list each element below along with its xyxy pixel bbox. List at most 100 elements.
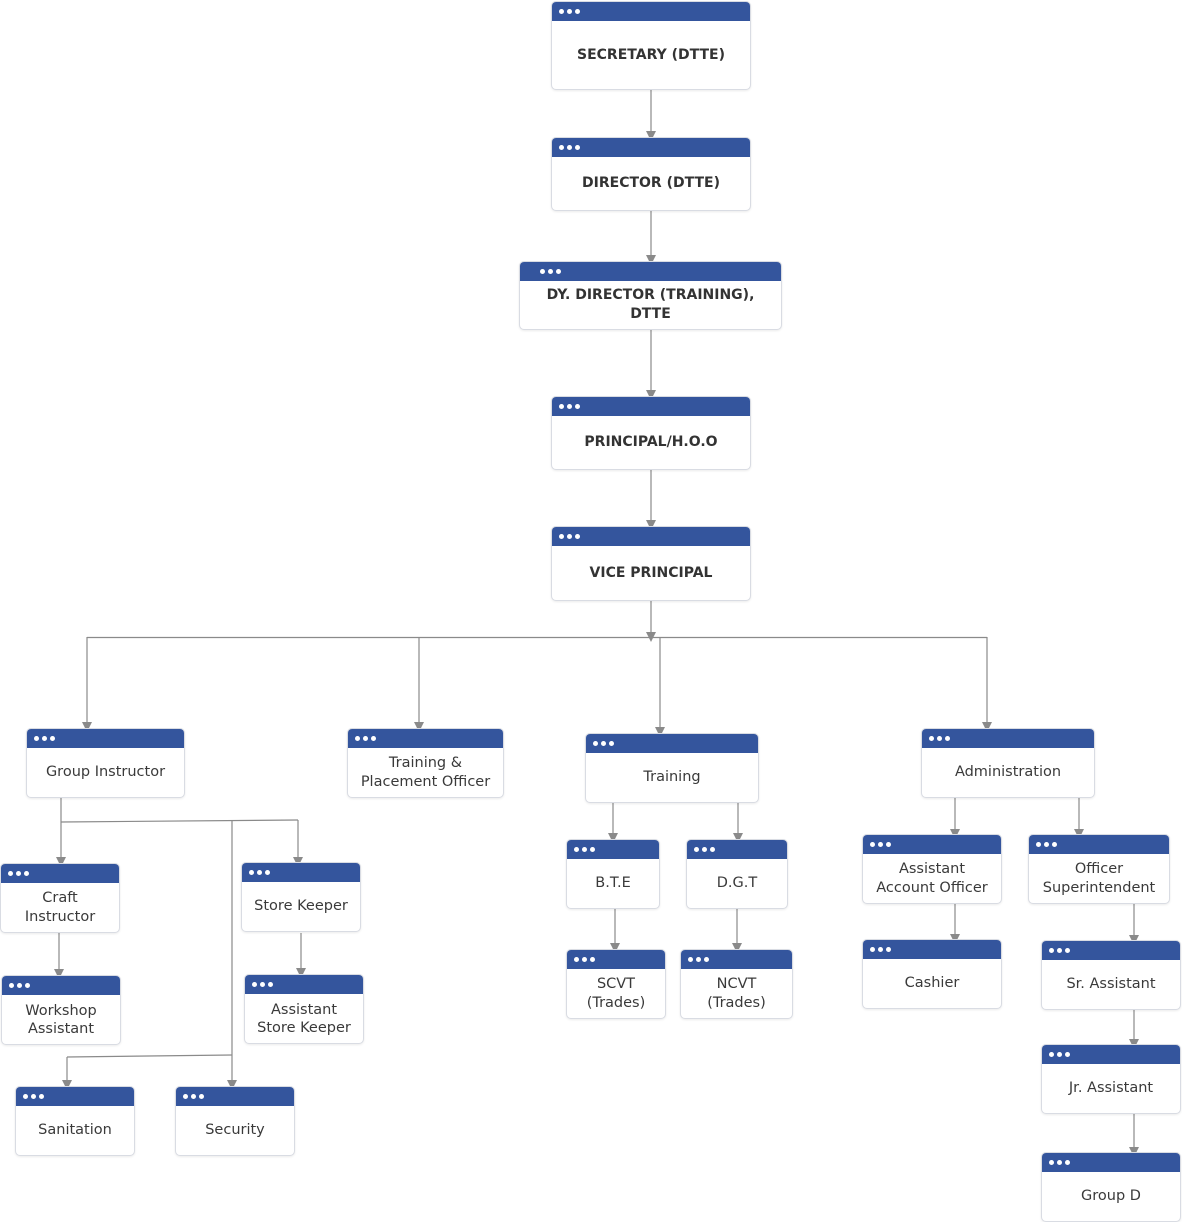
node-header-bar [520, 262, 781, 281]
node-label: Group D [1081, 1188, 1141, 1204]
node-header-bar [1042, 941, 1180, 960]
window-dots-icon [870, 947, 891, 952]
node-label: Store Keeper [254, 898, 348, 914]
node-group-instructor: Group Instructor [26, 728, 185, 798]
window-dots-icon [252, 982, 273, 987]
window-dots-icon [355, 736, 376, 741]
window-dots-icon [23, 1094, 44, 1099]
window-dots-icon [183, 1094, 204, 1099]
node-label: Officer Superintendent [1042, 860, 1156, 896]
node-label: PRINCIPAL/H.O.O [584, 434, 718, 450]
node-header-bar [863, 940, 1001, 959]
node-header-bar [1042, 1153, 1180, 1172]
node-jr-assistant: Jr. Assistant [1041, 1044, 1181, 1114]
node-group-d: Group D [1041, 1152, 1181, 1222]
node-label: Sr. Assistant [1066, 976, 1156, 992]
window-dots-icon [574, 847, 595, 852]
node-label: D.G.T [716, 875, 758, 891]
node-label: DIRECTOR (DTTE) [582, 175, 720, 191]
node-scvt: SCVT (Trades) [566, 949, 666, 1019]
node-header-bar [348, 729, 503, 748]
node-cashier: Cashier [862, 939, 1002, 1009]
node-label: VICE PRINCIPAL [589, 564, 713, 581]
window-dots-icon [540, 269, 561, 274]
node-header-bar [567, 840, 659, 859]
node-label: Training [643, 769, 701, 785]
node-header-bar [552, 2, 750, 21]
node-officer-superintendent: Officer Superintendent [1028, 834, 1170, 904]
node-dy-director: DY. DIRECTOR (TRAINING), DTTE [519, 261, 782, 330]
node-assistant-store-keeper: Assistant Store Keeper [244, 974, 364, 1044]
node-workshop-assistant: Workshop Assistant [1, 975, 121, 1045]
node-assistant-account-officer: Assistant Account Officer [862, 834, 1002, 904]
node-label: Workshop Assistant [25, 1002, 97, 1037]
node-header-bar [2, 976, 120, 995]
window-dots-icon [929, 736, 950, 741]
node-label: SECRETARY (DTTE) [577, 46, 725, 63]
window-dots-icon [870, 842, 891, 847]
node-security: Security [175, 1086, 295, 1156]
node-header-bar [552, 527, 750, 546]
node-vice-principal: VICE PRINCIPAL [551, 526, 751, 601]
node-header-bar [687, 840, 787, 859]
node-header-bar [863, 835, 1001, 854]
node-dgt: D.G.T [686, 839, 788, 909]
window-dots-icon [249, 870, 270, 875]
window-dots-icon [559, 9, 580, 14]
window-dots-icon [34, 736, 55, 741]
node-header-bar [1029, 835, 1169, 854]
window-dots-icon [559, 404, 580, 409]
window-dots-icon [1049, 1052, 1070, 1057]
node-administration: Administration [921, 728, 1095, 798]
window-dots-icon [688, 957, 709, 962]
node-header-bar [245, 975, 363, 994]
node-sr-assistant: Sr. Assistant [1041, 940, 1181, 1010]
node-craft-instructor: Craft Instructor [0, 863, 120, 933]
node-header-bar [552, 138, 750, 157]
window-dots-icon [593, 741, 614, 746]
node-header-bar [681, 950, 792, 969]
node-header-bar [1042, 1045, 1180, 1064]
node-bte: B.T.E [566, 839, 660, 909]
node-header-bar [16, 1087, 134, 1106]
node-training-placement-officer: Training & Placement Officer [347, 728, 504, 798]
connector-gi-bus [60, 819, 299, 823]
window-dots-icon [574, 957, 595, 962]
node-label: Assistant Account Officer [876, 860, 988, 896]
node-store-keeper: Store Keeper [241, 862, 361, 932]
node-sanitation: Sanitation [15, 1086, 135, 1156]
window-dots-icon [559, 534, 580, 539]
node-label: Security [205, 1122, 265, 1138]
window-dots-icon [8, 871, 29, 876]
node-header-bar [242, 863, 360, 882]
node-director: DIRECTOR (DTTE) [551, 137, 751, 211]
connector-sanitation-bus [66, 1054, 233, 1058]
node-training: Training [585, 733, 759, 803]
node-label: SCVT (Trades) [586, 975, 646, 1011]
node-label: Assistant Store Keeper [257, 1001, 351, 1036]
node-header-bar [176, 1087, 294, 1106]
node-secretary: SECRETARY (DTTE) [551, 1, 751, 90]
node-header-bar [1, 864, 119, 883]
node-label: B.T.E [595, 875, 631, 891]
node-header-bar [567, 950, 665, 969]
node-label: Craft Instructor [24, 889, 96, 925]
node-header-bar [586, 734, 758, 753]
window-dots-icon [9, 983, 30, 988]
node-label: Cashier [904, 975, 960, 991]
node-label: Jr. Assistant [1068, 1080, 1154, 1096]
window-dots-icon [1049, 1160, 1070, 1165]
node-ncvt: NCVT (Trades) [680, 949, 793, 1019]
node-label: Sanitation [38, 1122, 112, 1138]
node-header-bar [552, 397, 750, 416]
window-dots-icon [559, 145, 580, 150]
node-header-bar [922, 729, 1094, 748]
window-dots-icon [694, 847, 715, 852]
node-header-bar [27, 729, 184, 748]
node-label: NCVT (Trades) [707, 975, 766, 1011]
node-label: DY. DIRECTOR (TRAINING), DTTE [546, 287, 755, 322]
node-label: Group Instructor [45, 764, 166, 780]
node-label: Administration [954, 764, 1062, 780]
node-principal: PRINCIPAL/H.O.O [551, 396, 751, 470]
